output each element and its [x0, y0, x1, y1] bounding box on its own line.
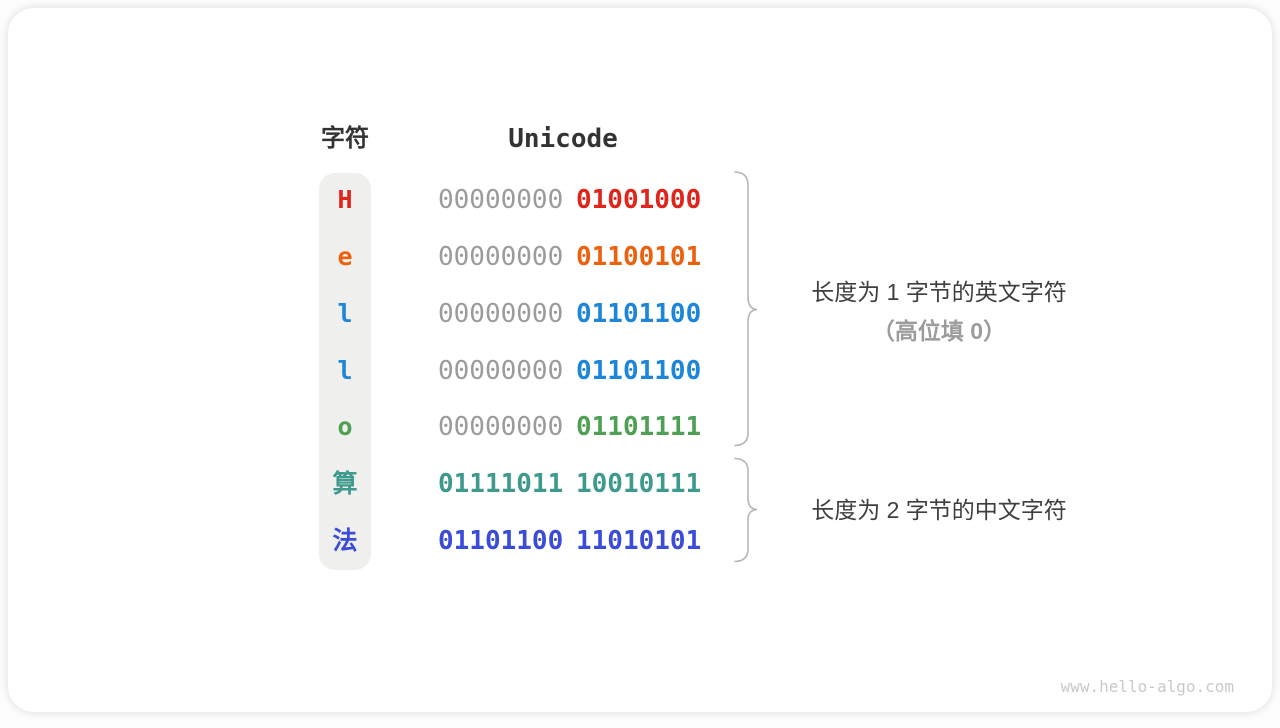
unicode-byte-high: 00000000	[438, 412, 564, 442]
table-row: l 00000000 01101100	[8, 296, 1272, 332]
unicode-byte-low: 01001000	[576, 185, 702, 215]
char-column-background	[319, 173, 371, 570]
char-cell: H	[337, 185, 353, 214]
char-cell: l	[337, 299, 353, 328]
table-row: o 00000000 01101111	[8, 409, 1272, 445]
unicode-byte-high: 01101100	[438, 526, 564, 556]
char-cell: e	[337, 242, 353, 271]
table-row: l 00000000 01101100	[8, 353, 1272, 389]
annotation-text: 长度为 2 字节的中文字符	[811, 497, 1067, 523]
table-row: 法 01101100 11010101	[8, 523, 1272, 559]
unicode-byte-low: 01101100	[576, 356, 702, 386]
diagram-card: 字符 Unicode H 00000000 01001000 e 0000000…	[8, 8, 1272, 712]
unicode-byte-high: 01111011	[438, 469, 564, 499]
unicode-byte-low: 10010111	[576, 469, 702, 499]
char-cell: l	[337, 356, 353, 385]
char-cell: o	[337, 412, 353, 441]
unicode-byte-high: 00000000	[438, 242, 564, 272]
annotation-text: 长度为 1 字节的英文字符	[811, 279, 1067, 305]
unicode-byte-low: 01100101	[576, 242, 702, 272]
annotation-chinese-chars: 长度为 2 字节的中文字符	[788, 495, 1090, 525]
column-header-char: 字符	[321, 125, 369, 152]
annotation-subtext: （高位填 0）	[871, 318, 1007, 344]
char-cell: 法	[332, 526, 358, 555]
watermark-url: www.hello-algo.com	[1060, 677, 1234, 696]
unicode-byte-low: 01101111	[576, 412, 702, 442]
column-header-unicode: Unicode	[508, 124, 618, 154]
table-row: e 00000000 01100101	[8, 239, 1272, 275]
unicode-byte-low: 11010101	[576, 526, 702, 556]
unicode-byte-high: 00000000	[438, 299, 564, 329]
unicode-byte-low: 01101100	[576, 299, 702, 329]
unicode-byte-high: 00000000	[438, 356, 564, 386]
table-row: 算 01111011 10010111	[8, 466, 1272, 502]
annotation-english-chars: 长度为 1 字节的英文字符 （高位填 0）	[788, 277, 1090, 346]
char-cell: 算	[332, 469, 358, 498]
table-row: H 00000000 01001000	[8, 182, 1272, 218]
unicode-byte-high: 00000000	[438, 185, 564, 215]
